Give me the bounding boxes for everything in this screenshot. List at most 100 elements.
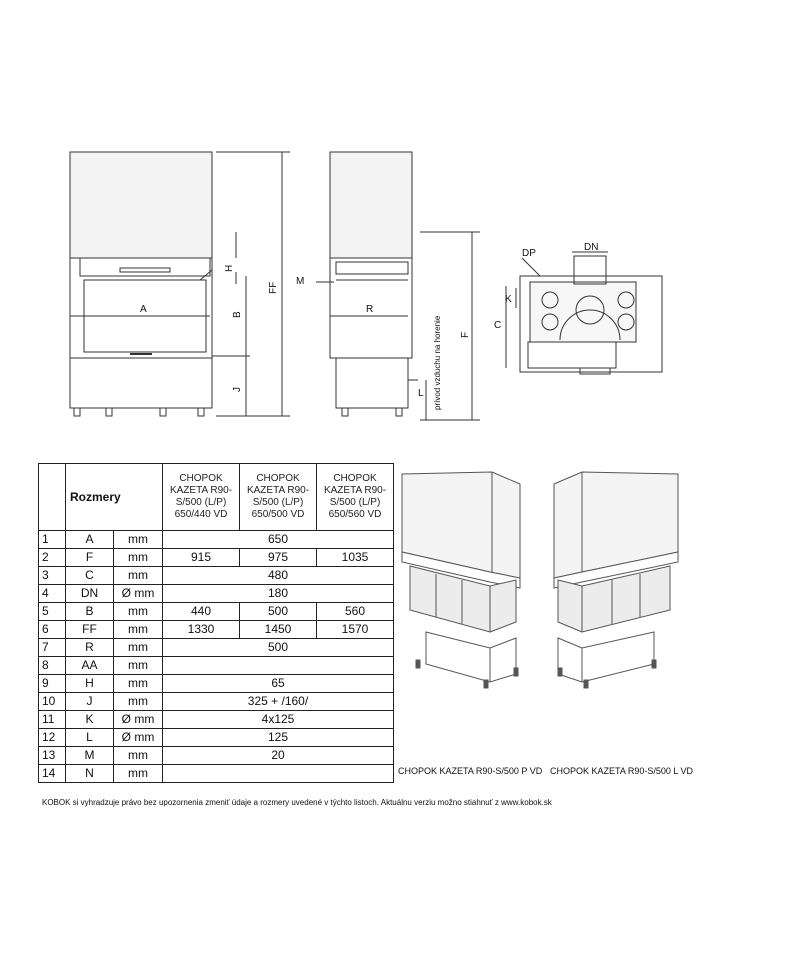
table-title: Rozmery [65, 463, 163, 531]
label-m: M [296, 276, 304, 287]
row-symbol: H [65, 674, 114, 693]
row-symbol: B [65, 602, 114, 621]
row-unit: mm [113, 530, 163, 549]
row-number: 10 [38, 692, 66, 711]
row-value [162, 656, 394, 675]
row-value: 4x125 [162, 710, 394, 729]
footer-disclaimer: KOBOK si vyhradzuje právo bez upozorneni… [42, 798, 552, 807]
right-variant-illustration [401, 471, 521, 689]
label-j: J [232, 387, 243, 392]
column-header-3: CHOPOK KAZETA R90-S/500 (L/P) 650/560 VD [316, 463, 394, 531]
row-number: 7 [38, 638, 66, 657]
row-unit: mm [113, 638, 163, 657]
row-unit: mm [113, 674, 163, 693]
row-unit: mm [113, 656, 163, 675]
row-number: 2 [38, 548, 66, 567]
air-intake-label: prívod vzduchu na horenie [433, 315, 442, 410]
row-symbol: L [65, 728, 114, 747]
row-unit: mm [113, 548, 163, 567]
row-unit: mm [113, 566, 163, 585]
dimensions-table: Rozmery CHOPOK KAZETA R90-S/500 (L/P) 65… [38, 463, 394, 783]
row-symbol: C [65, 566, 114, 585]
front-view-drawing [69, 151, 290, 417]
product-illustrations [401, 471, 679, 689]
row-number: 12 [38, 728, 66, 747]
row-number: 13 [38, 746, 66, 765]
label-a: A [140, 304, 147, 315]
label-f: F [460, 332, 471, 338]
side-view-drawing [316, 151, 480, 421]
row-value: 500 [239, 602, 317, 621]
row-number: 1 [38, 530, 66, 549]
row-value: 1035 [316, 548, 394, 567]
row-number: 6 [38, 620, 66, 639]
row-value: 915 [162, 548, 240, 567]
row-value: 325 + /160/ [162, 692, 394, 711]
row-symbol: N [65, 764, 114, 783]
label-r: R [366, 304, 373, 315]
row-number: 11 [38, 710, 66, 729]
row-number: 8 [38, 656, 66, 675]
row-value: 560 [316, 602, 394, 621]
row-value: 440 [162, 602, 240, 621]
row-symbol: K [65, 710, 114, 729]
label-ff: FF [268, 282, 279, 294]
row-value: 1330 [162, 620, 240, 639]
label-dn: DN [584, 242, 598, 253]
row-value [162, 764, 394, 783]
label-k: K [505, 294, 512, 305]
row-unit: mm [113, 692, 163, 711]
row-value: 1450 [239, 620, 317, 639]
row-number: 9 [38, 674, 66, 693]
label-l: L [418, 388, 424, 399]
row-number: 5 [38, 602, 66, 621]
row-value: 20 [162, 746, 394, 765]
row-value: 125 [162, 728, 394, 747]
left-variant-illustration [553, 471, 679, 689]
row-symbol: F [65, 548, 114, 567]
row-unit: mm [113, 764, 163, 783]
row-unit: mm [113, 620, 163, 639]
row-value: 65 [162, 674, 394, 693]
row-unit: Ø mm [113, 710, 163, 729]
label-dp: DP [522, 248, 536, 259]
row-value: 650 [162, 530, 394, 549]
row-value: 975 [239, 548, 317, 567]
caption-right-variant: CHOPOK KAZETA R90-S/500 P VD [398, 766, 543, 776]
row-symbol: A [65, 530, 114, 549]
technical-drawings: A B H J FF M R L F prívod vzduchu na hor… [69, 151, 663, 421]
row-value: 480 [162, 566, 394, 585]
row-number: 14 [38, 764, 66, 783]
row-value: 180 [162, 584, 394, 603]
label-c: C [494, 320, 501, 331]
row-symbol: DN [65, 584, 114, 603]
row-symbol: R [65, 638, 114, 657]
column-header-2: CHOPOK KAZETA R90-S/500 (L/P) 650/500 VD [239, 463, 317, 531]
row-unit: Ø mm [113, 728, 163, 747]
table-header-row: Rozmery CHOPOK KAZETA R90-S/500 (L/P) 65… [38, 463, 394, 531]
row-symbol: J [65, 692, 114, 711]
row-value: 500 [162, 638, 394, 657]
row-value: 1570 [316, 620, 394, 639]
row-number: 4 [38, 584, 66, 603]
row-unit: mm [113, 746, 163, 765]
row-unit: Ø mm [113, 584, 163, 603]
row-symbol: FF [65, 620, 114, 639]
row-symbol: M [65, 746, 114, 765]
top-view-drawing [505, 251, 663, 375]
column-header-1: CHOPOK KAZETA R90-S/500 (L/P) 650/440 VD [162, 463, 240, 531]
